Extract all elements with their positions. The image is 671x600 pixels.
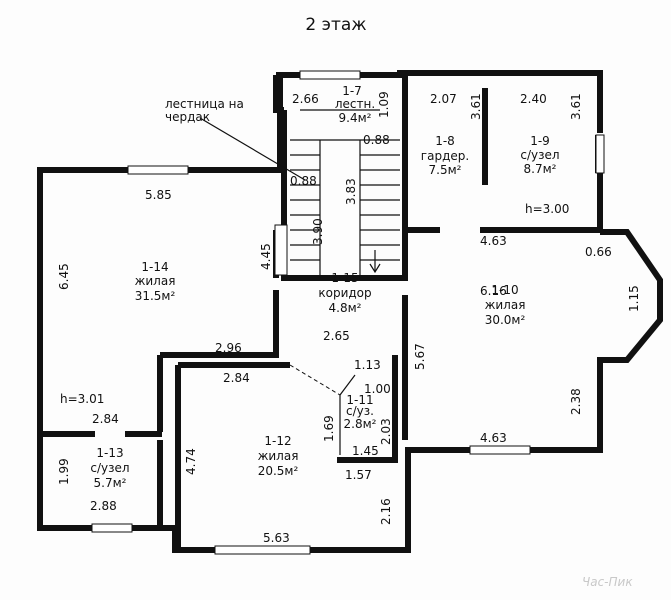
svg-text:0.88: 0.88 [363, 133, 390, 147]
svg-text:4.8м²: 4.8м² [329, 301, 362, 315]
svg-text:5.7м²: 5.7м² [94, 476, 127, 490]
room-1-8-label: 1-8 гардер. 7.5м² [421, 134, 469, 177]
wc11-partition [339, 374, 356, 455]
svg-text:1.69: 1.69 [322, 415, 336, 442]
svg-text:h=3.01: h=3.01 [60, 392, 104, 406]
svg-text:2.84: 2.84 [223, 371, 250, 385]
svg-text:2.07: 2.07 [430, 92, 457, 106]
svg-text:с/узел: с/узел [90, 461, 129, 475]
svg-text:1.57: 1.57 [345, 468, 372, 482]
svg-text:7.5м²: 7.5м² [429, 163, 462, 177]
svg-text:20.5м²: 20.5м² [258, 464, 299, 478]
stair-note-leader [199, 117, 306, 181]
svg-text:5.63: 5.63 [263, 531, 290, 545]
svg-text:2.8м²: 2.8м² [344, 417, 377, 431]
svg-text:5.85: 5.85 [145, 188, 172, 202]
svg-text:1-9: 1-9 [530, 134, 550, 148]
svg-text:2.40: 2.40 [520, 92, 547, 106]
svg-text:лестница на: лестница на [165, 97, 244, 111]
corridor-east-wall [337, 295, 408, 463]
svg-text:2.84: 2.84 [92, 412, 119, 426]
svg-text:2.16: 2.16 [379, 498, 393, 525]
room-1-15-label: 1-15 коридор 4.8м² [318, 271, 371, 315]
svg-text:31.5м²: 31.5м² [135, 289, 176, 303]
svg-text:жилая: жилая [485, 298, 526, 312]
room-1-13-label: 1-13 с/узел 5.7м² [90, 446, 129, 490]
svg-text:коридор: коридор [318, 286, 371, 300]
svg-text:1.00: 1.00 [364, 382, 391, 396]
room-1-7-label: 1-7 лестн. 9.4м² [335, 84, 375, 125]
svg-text:30.0м²: 30.0м² [485, 313, 526, 327]
svg-text:3.61: 3.61 [569, 93, 583, 120]
wardrobe-wall [402, 75, 440, 233]
svg-text:2.88: 2.88 [90, 499, 117, 513]
svg-text:6.45: 6.45 [57, 263, 71, 290]
svg-text:3.90: 3.90 [311, 218, 325, 245]
svg-text:с/узел: с/узел [520, 148, 559, 162]
svg-text:1-11: 1-11 [346, 393, 373, 407]
room-1-10-label: 1-10 жилая 30.0м² [485, 283, 526, 327]
window [595, 134, 605, 174]
room-1-14-label: 1-14 жилая 31.5м² [135, 260, 176, 303]
page-title: 2 этаж [305, 15, 366, 35]
stair-note: лестница на чердак [165, 97, 244, 124]
svg-text:5.67: 5.67 [413, 343, 427, 370]
svg-text:гардер.: гардер. [421, 149, 469, 163]
stair-treads [290, 109, 400, 278]
dimension-labels: 2.66 0.88 0.88 2.07 2.40 h=3.00 4.63 0.6… [60, 92, 612, 545]
room-1-9-label: 1-9 с/узел 8.7м² [520, 134, 559, 176]
svg-text:2.38: 2.38 [569, 388, 583, 415]
svg-text:4.74: 4.74 [184, 448, 198, 475]
svg-text:1.09: 1.09 [377, 91, 391, 118]
living12-walls [157, 355, 181, 550]
dimension-labels-vertical: 1.09 3.83 3.90 4.45 3.61 3.61 1.15 5.67 … [57, 91, 641, 525]
door-swing [289, 364, 341, 396]
window [469, 445, 531, 455]
stair-wall-upper [273, 75, 284, 113]
svg-text:1-8: 1-8 [435, 134, 455, 148]
svg-text:8.7м²: 8.7м² [524, 162, 557, 176]
svg-text:0.66: 0.66 [585, 245, 612, 259]
svg-text:1.13: 1.13 [354, 358, 381, 372]
svg-text:2.03: 2.03 [379, 418, 393, 445]
svg-text:1-15: 1-15 [331, 271, 358, 285]
svg-text:жилая: жилая [258, 449, 299, 463]
room-1-11-label: 1-11 с/уз. 2.8м² [344, 393, 377, 431]
svg-text:2.65: 2.65 [323, 329, 350, 343]
svg-text:1.45: 1.45 [352, 444, 379, 458]
svg-text:4.63: 4.63 [480, 234, 507, 248]
svg-text:жилая: жилая [135, 274, 176, 288]
svg-text:3.61: 3.61 [469, 93, 483, 120]
watermark: Час-Пик [582, 575, 633, 589]
room-1-12-label: 1-12 жилая 20.5м² [258, 434, 299, 478]
svg-text:1-7: 1-7 [342, 84, 362, 98]
svg-text:чердак: чердак [165, 110, 210, 124]
svg-text:1.15: 1.15 [627, 285, 641, 312]
svg-text:9.4м²: 9.4м² [339, 111, 372, 125]
window [299, 70, 361, 80]
svg-text:4.45: 4.45 [259, 243, 273, 270]
svg-text:1-13: 1-13 [96, 446, 123, 460]
svg-text:с/уз.: с/уз. [346, 404, 374, 418]
svg-text:1-12: 1-12 [264, 434, 291, 448]
svg-text:h=3.00: h=3.00 [525, 202, 569, 216]
svg-text:3.83: 3.83 [344, 178, 358, 205]
svg-text:6.16: 6.16 [480, 284, 507, 298]
svg-text:2.66: 2.66 [292, 92, 319, 106]
window [214, 545, 311, 555]
svg-text:2.96: 2.96 [215, 341, 242, 355]
svg-text:1.99: 1.99 [57, 458, 71, 485]
stair-window [274, 224, 288, 276]
svg-text:4.63: 4.63 [480, 431, 507, 445]
svg-text:1-14: 1-14 [141, 260, 168, 274]
svg-text:лестн.: лестн. [335, 97, 375, 111]
window [91, 523, 133, 533]
window [127, 165, 189, 175]
svg-text:0.88: 0.88 [290, 174, 317, 188]
svg-text:1-10: 1-10 [491, 283, 518, 297]
